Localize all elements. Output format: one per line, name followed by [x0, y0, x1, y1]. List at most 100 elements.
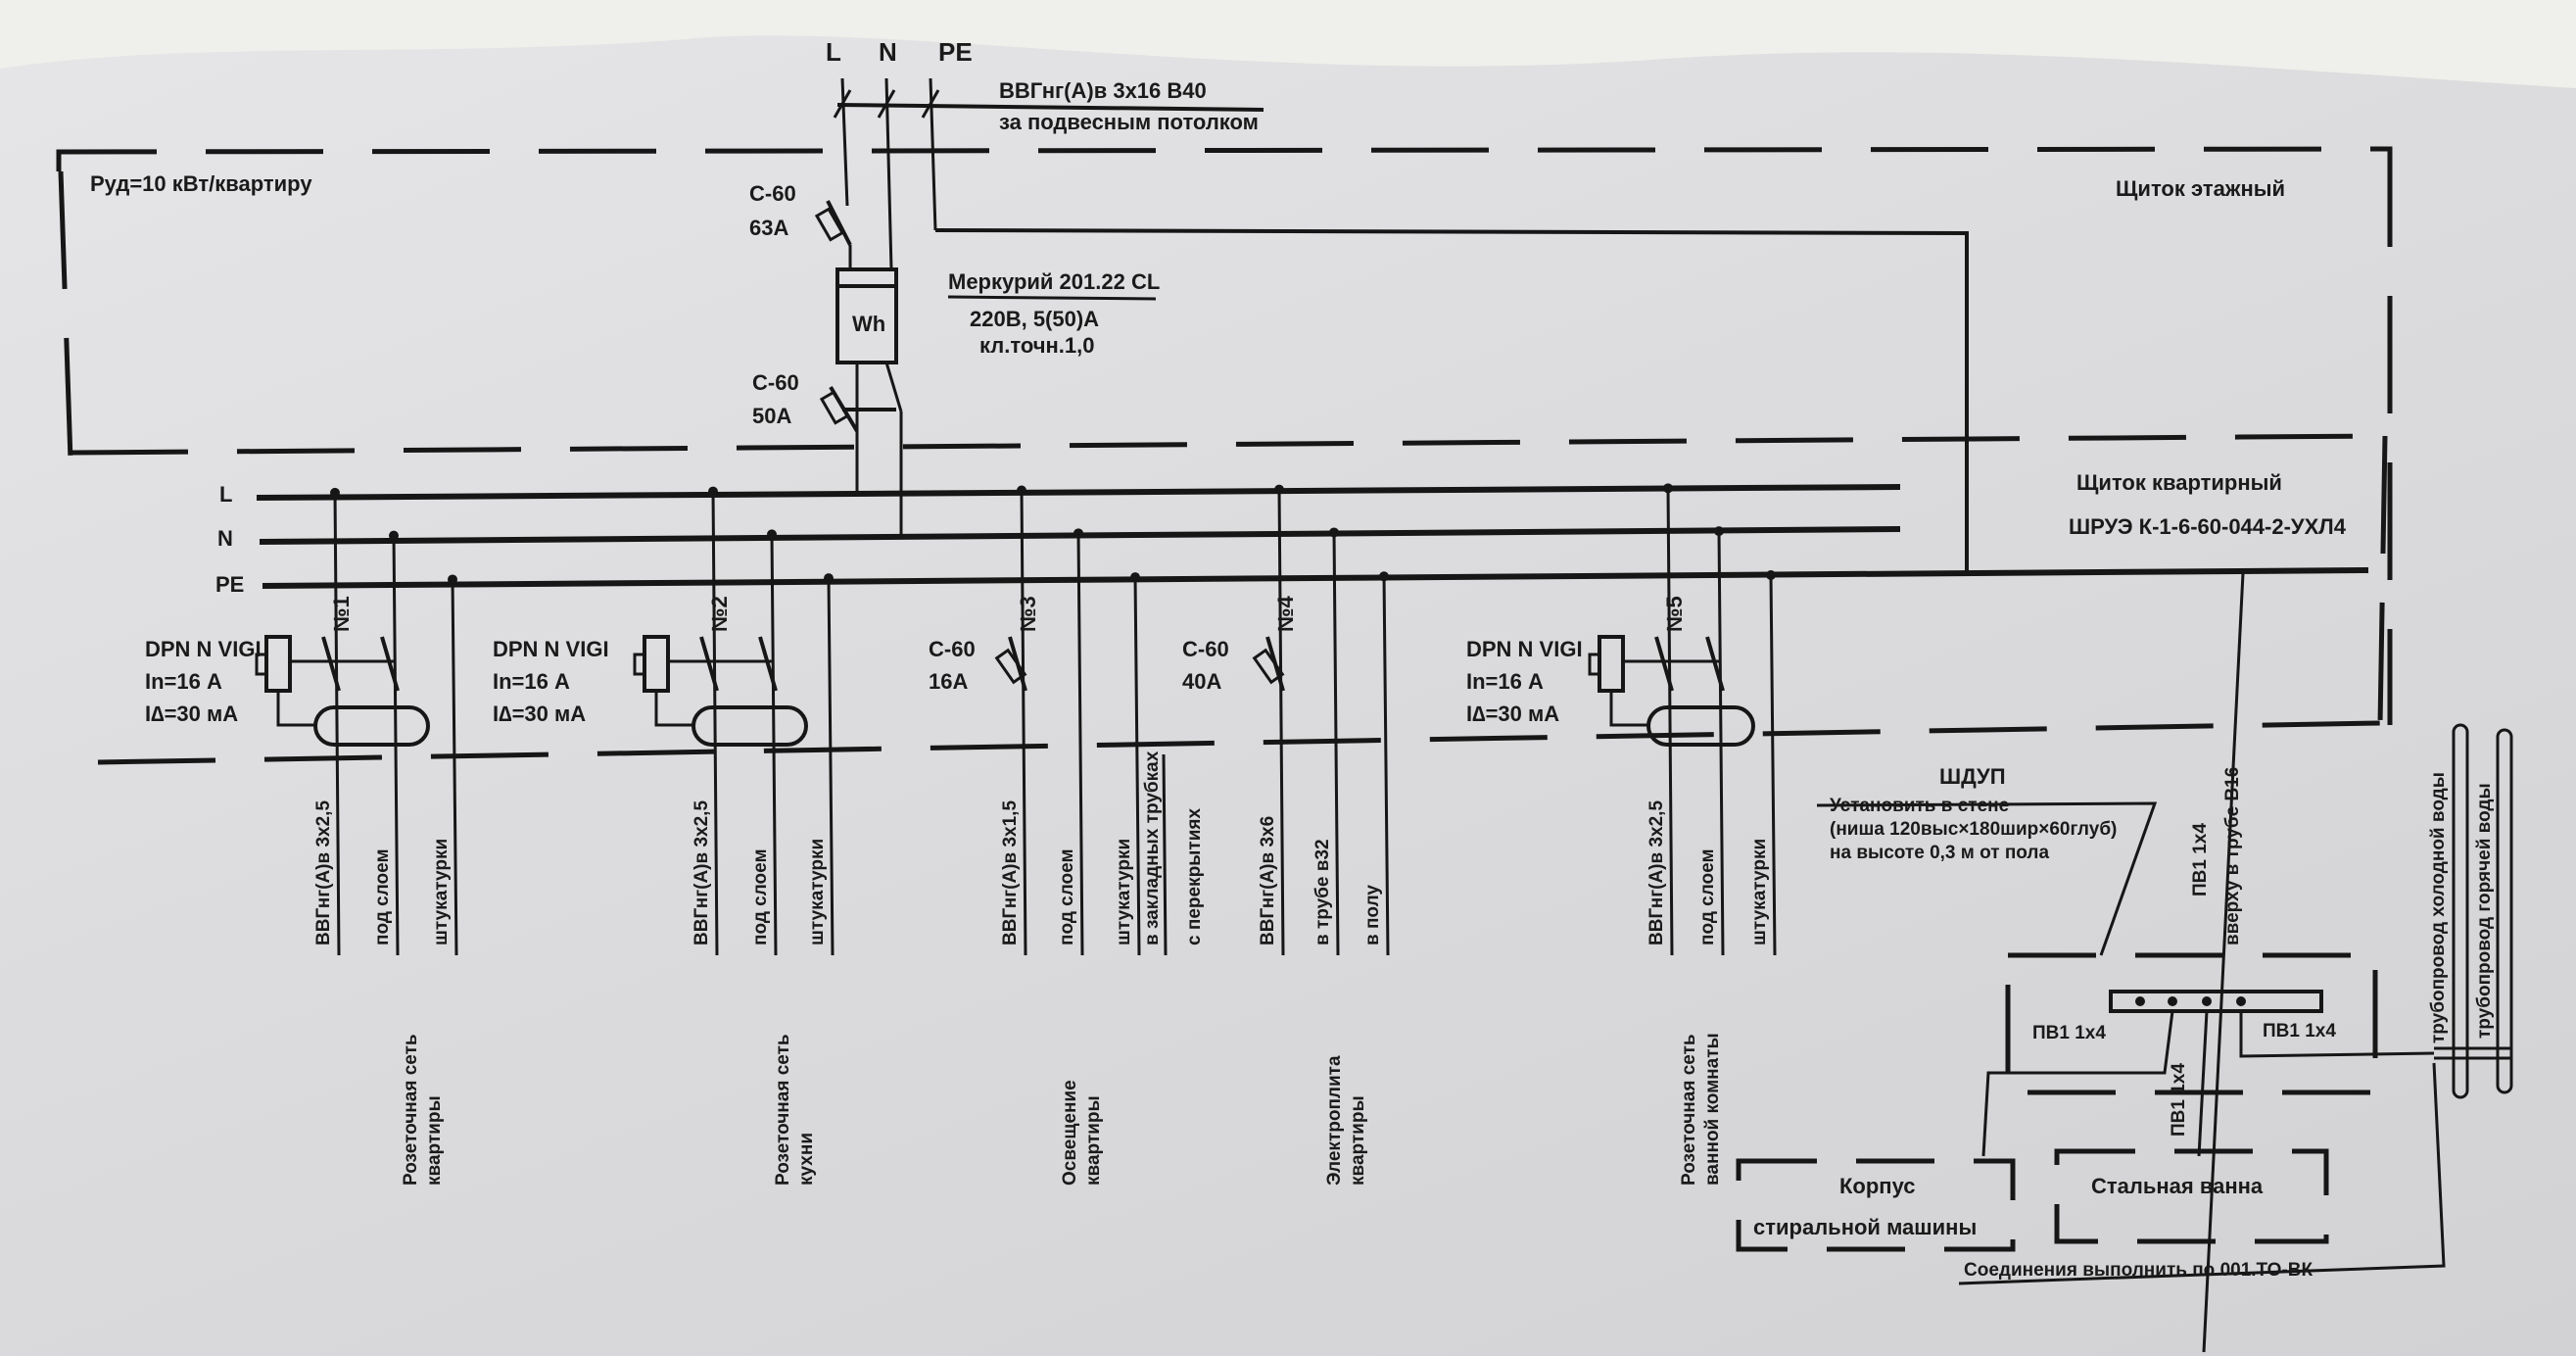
bathtub-box: Стальная ванна [2054, 1148, 2329, 1244]
device-spec-line: DPN N VIGI [145, 637, 262, 661]
bus-label-pe: PE [215, 572, 244, 597]
meter-symbol: Wh [852, 312, 885, 336]
meter-breaker-rating: 50А [752, 404, 791, 428]
circuit-purpose: кухни [796, 1133, 817, 1186]
paper-edge [0, 0, 2576, 88]
input-cable: L N PE ВВГнг(А)в 3х16 В40 за подвесным п… [826, 37, 1264, 270]
washing-machine-label-1: Корпус [1839, 1174, 1916, 1198]
device-spec-line: DPN N VIGI [1466, 637, 1583, 661]
cable-spec: в закладных трубках [1142, 751, 1163, 945]
meter-model: Меркурий 201.22 CL [948, 269, 1160, 294]
group-number: №2 [707, 596, 732, 632]
water-pipes: трубопровод холодной воды трубопровод го… [2428, 723, 2513, 1099]
cable-spec: штукатурки [1749, 839, 1770, 945]
cable-spec: с перекрытиях [1184, 808, 1205, 945]
device-spec-line: DPN N VIGI [493, 637, 609, 661]
cable-spec: штукатурки [1114, 839, 1134, 945]
group-number: №4 [1273, 595, 1298, 632]
circuit-purpose: квартиры [424, 1095, 445, 1186]
bathtub-label: Стальная ванна [2091, 1174, 2264, 1198]
cable-spec: под слоем [372, 848, 393, 945]
device-spec-line: I∆=30 мА [493, 702, 586, 726]
cable-spec: в полу [1362, 885, 1383, 945]
circuit-purpose: квартиры [1083, 1095, 1104, 1186]
cable-spec: штукатурки [431, 839, 452, 945]
cable-spec: ВВГнг(А)в 3х6 [1258, 816, 1278, 945]
cold-water-pipe-label: трубопровод холодной воды [2428, 772, 2449, 1043]
meter-breaker-symbol [819, 362, 903, 539]
circuit-purpose: ванной комнаты [1702, 1033, 1723, 1186]
device-spec-line: I∆=30 мА [1466, 702, 1559, 726]
apartment-panel: Щиток квартирный ШРУЭ К-1-6-60-044-2-УХЛ… [97, 435, 2388, 765]
wire-down-label: ПВ1 1х4 [2169, 1063, 2189, 1137]
bus-label-n: N [217, 526, 233, 551]
bus-pe [262, 567, 2369, 589]
equipotential-bonding: ШДУП Установить в стене (ниша 120выс×180… [1736, 572, 2513, 1353]
device-spec-line: In=16 А [145, 669, 222, 694]
shdup-note-3: на высоте 0,3 м от пола [1830, 843, 2049, 863]
energy-meter: Wh [835, 267, 898, 364]
shdup-title: ШДУП [1939, 764, 2006, 789]
cable-spec: ВВГнг(А)в 3х2,5 [692, 800, 712, 945]
shdup-box [2005, 952, 2378, 1095]
device-spec-line: In=16 А [493, 669, 570, 694]
main-breaker-type: С-60 [749, 181, 796, 206]
meter-rating: 220В, 5(50)А [970, 307, 1099, 331]
group-number: №5 [1662, 596, 1687, 632]
circuit-purpose: Розеточная сеть [1679, 1034, 1699, 1186]
input-cable-route: за подвесным потолком [999, 110, 1259, 134]
cable-spec: ВВГнг(А)в 3х1,5 [1000, 800, 1021, 945]
cable-spec: ВВГнг(А)в 3х2,5 [313, 800, 334, 945]
main-breaker-rating: 63А [749, 216, 788, 240]
device-spec-line: In=16 А [1466, 669, 1544, 694]
bus-l [256, 484, 1901, 501]
circuit-purpose: Розеточная сеть [401, 1034, 421, 1186]
footnote: Соединения выполнить по 001.ТО-ВК [1964, 1260, 2314, 1281]
circuit-purpose: Электроплита [1324, 1055, 1345, 1186]
wire-up-route: вверху в трубе В16 [2222, 767, 2243, 945]
washing-machine-label-2: стиральной машины [1753, 1215, 1977, 1239]
washing-machine-box: Корпус стиральной машины [1736, 1158, 2016, 1252]
device-spec-line: 16А [929, 669, 968, 694]
cable-spec: ВВГнг(А)в 3х2,5 [1646, 800, 1667, 945]
circuit-purpose: квартиры [1348, 1095, 1368, 1186]
wire-up-label: ПВ1 1х4 [2190, 823, 2211, 896]
phase-label-n: N [879, 37, 897, 67]
group-number: №1 [329, 596, 354, 632]
phase-label-pe: PE [938, 37, 973, 67]
cable-spec: под слоем [1057, 848, 1077, 945]
wire-left-label: ПВ1 1х4 [2032, 1023, 2106, 1043]
floor-panel: Руд=10 кВт/квартиру Щиток этажный С-60 6… [56, 146, 2393, 725]
phase-label-l: L [826, 37, 841, 67]
cable-spec: в трубе в32 [1312, 839, 1333, 945]
cable-spec: под слоем [1697, 848, 1718, 945]
hot-water-pipe-label: трубопровод горячей воды [2474, 783, 2495, 1039]
cable-spec: штукатурки [807, 839, 828, 945]
shdup-note-1: Установить в стене [1830, 796, 2009, 816]
device-spec-line: С-60 [929, 637, 976, 661]
meter-breaker-type: С-60 [752, 370, 799, 395]
floor-panel-power: Руд=10 кВт/квартиру [90, 171, 312, 196]
shdup-note-2: (ниша 120выс×180шир×60глуб) [1830, 819, 2117, 840]
group-number: №3 [1016, 596, 1040, 632]
device-spec-line: I∆=30 мА [145, 702, 238, 726]
cable-spec: под слоем [750, 848, 771, 945]
device-spec-line: 40А [1182, 669, 1221, 694]
apartment-panel-model: ШРУЭ К-1-6-60-044-2-УХЛ4 [2069, 514, 2347, 539]
circuit-purpose: Освещение [1060, 1080, 1080, 1186]
device-spec-line: С-60 [1182, 637, 1229, 661]
main-breaker-symbol [814, 200, 852, 269]
apartment-panel-title: Щиток квартирный [2076, 470, 2282, 495]
circuit-purpose: Розеточная сеть [773, 1034, 793, 1186]
floor-panel-title: Щиток этажный [2116, 176, 2285, 201]
wire-right-label: ПВ1 1х4 [2263, 1021, 2336, 1041]
input-cable-label: ВВГнг(А)в 3х16 В40 [999, 78, 1207, 103]
equipotential-busbar [2109, 990, 2323, 1013]
